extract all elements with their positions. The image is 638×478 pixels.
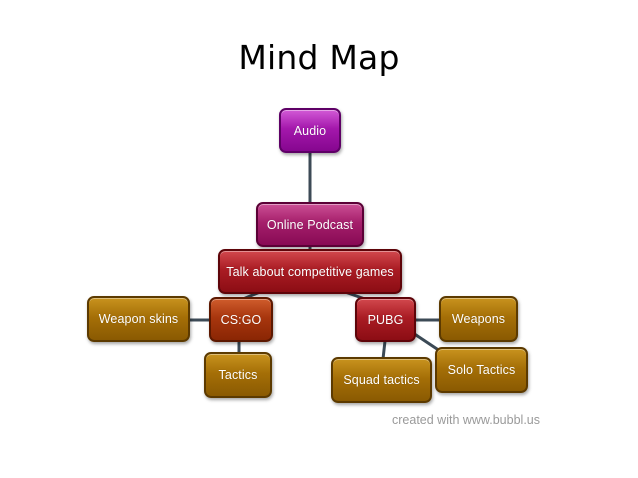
node-online-podcast[interactable]: Online Podcast — [256, 202, 364, 247]
node-audio-label: Audio — [293, 123, 327, 138]
node-tactics[interactable]: Tactics — [204, 352, 272, 398]
edge-pubg-squad-tactics — [381, 339, 387, 361]
node-tactics-label: Tactics — [218, 368, 258, 382]
credit-text: created with www.bubbl.us — [392, 413, 540, 427]
node-solo-tactics[interactable]: Solo Tactics — [435, 347, 528, 393]
node-online-podcast-label: Online Podcast — [266, 217, 354, 232]
node-weapon-skins-label: Weapon skins — [98, 312, 179, 326]
node-pubg[interactable]: PUBG — [355, 297, 416, 342]
node-csgo[interactable]: CS:GO — [209, 297, 273, 342]
node-pubg-label: PUBG — [367, 312, 404, 327]
page-title: Mind Map — [238, 38, 400, 77]
node-weapons-label: Weapons — [451, 312, 506, 326]
node-squad-tactics[interactable]: Squad tactics — [331, 357, 432, 403]
edge-pubg-solo-tactics — [411, 331, 439, 351]
node-competitive-games-label: Talk about competitive games — [226, 264, 394, 279]
node-weapons[interactable]: Weapons — [439, 296, 518, 342]
node-solo-tactics-label: Solo Tactics — [447, 363, 516, 377]
node-csgo-label: CS:GO — [220, 312, 262, 327]
node-squad-tactics-label: Squad tactics — [343, 373, 420, 387]
node-weapon-skins[interactable]: Weapon skins — [87, 296, 190, 342]
node-competitive-games[interactable]: Talk about competitive games — [218, 249, 402, 294]
node-audio[interactable]: Audio — [279, 108, 341, 153]
